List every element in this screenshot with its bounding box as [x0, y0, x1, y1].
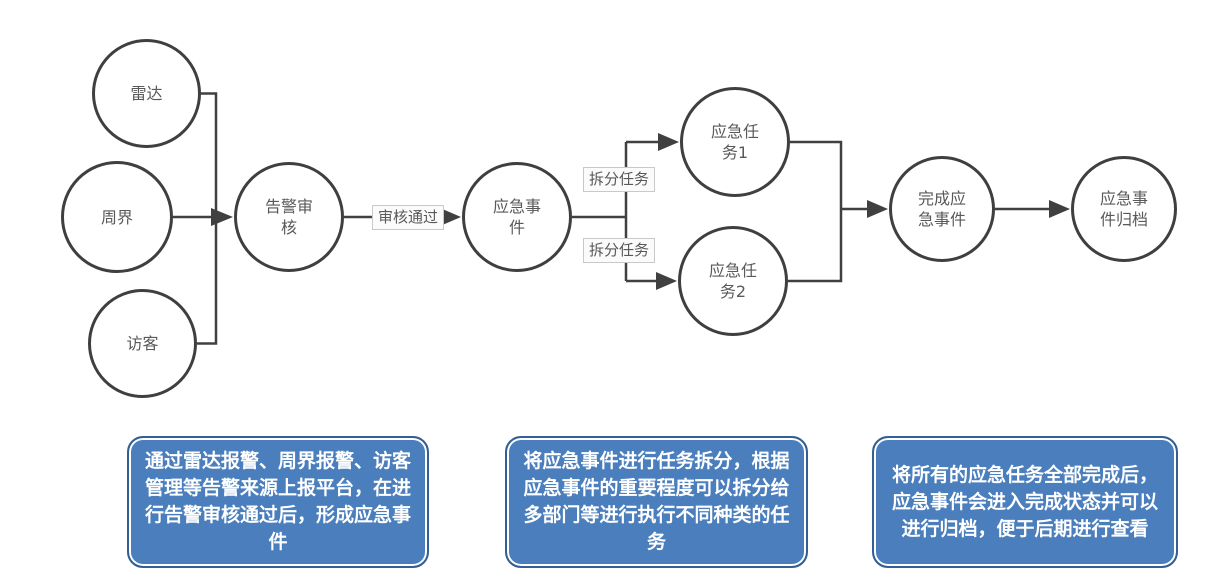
- arrowhead-into-event: [440, 208, 461, 226]
- arrowhead-into-complete: [867, 200, 888, 218]
- note-alarm-sources: 通过雷达报警、周界报警、访客管理等告警来源上报平台，在进行告警审核通过后，形成应…: [127, 436, 429, 568]
- node-archive-event: 应急事件归档: [1071, 156, 1177, 262]
- node-visitor: 访客: [88, 289, 197, 398]
- edge-label-review-passed: 审核通过: [372, 205, 445, 230]
- node-perimeter: 周界: [61, 161, 173, 273]
- arrowhead-into-task1: [658, 133, 679, 151]
- arrowhead-into-review: [211, 208, 233, 226]
- node-task2-label: 应急任务2: [708, 261, 757, 301]
- note-alarm-sources-text: 通过雷达报警、周界报警、访客管理等告警来源上报平台，在进行告警审核通过后，形成应…: [144, 450, 411, 553]
- note-task-split-text: 将应急事件进行任务拆分，根据应急事件的重要程度可以拆分给多部门等进行执行不同种类…: [523, 450, 790, 553]
- note-archive-text: 将所有的应急任务全部完成后，应急事件会进入完成状态并可以进行归档，便于后期进行查…: [891, 463, 1158, 540]
- node-emergency-event-label: 应急事件: [492, 197, 541, 237]
- node-complete-event-label: 完成应急事件: [917, 189, 966, 229]
- node-visitor-label: 访客: [126, 334, 159, 353]
- node-complete-event: 完成应急事件: [889, 156, 995, 262]
- node-task2: 应急任务2: [678, 226, 788, 336]
- node-radar: 雷达: [92, 39, 201, 148]
- node-archive-event-label: 应急事件归档: [1099, 189, 1148, 229]
- node-task1: 应急任务1: [680, 87, 790, 197]
- node-perimeter-label: 周界: [100, 207, 133, 227]
- node-alarm-review-label: 告警审核: [264, 197, 313, 237]
- note-archive: 将所有的应急任务全部完成后，应急事件会进入完成状态并可以进行归档，便于后期进行查…: [872, 436, 1178, 568]
- node-radar-label: 雷达: [130, 84, 163, 103]
- note-task-split: 将应急事件进行任务拆分，根据应急事件的重要程度可以拆分给多部门等进行执行不同种类…: [505, 436, 808, 568]
- node-task1-label: 应急任务1: [710, 122, 759, 162]
- edge-label-split-task-top: 拆分任务: [583, 167, 656, 192]
- edge-label-split-task-bottom: 拆分任务: [583, 238, 656, 263]
- arrowhead-into-task2: [656, 272, 677, 290]
- node-alarm-review: 告警审核: [234, 162, 344, 272]
- node-emergency-event: 应急事件: [462, 162, 572, 272]
- edge-tasks-merge: [788, 140, 843, 283]
- arrowhead-into-archive: [1049, 200, 1070, 218]
